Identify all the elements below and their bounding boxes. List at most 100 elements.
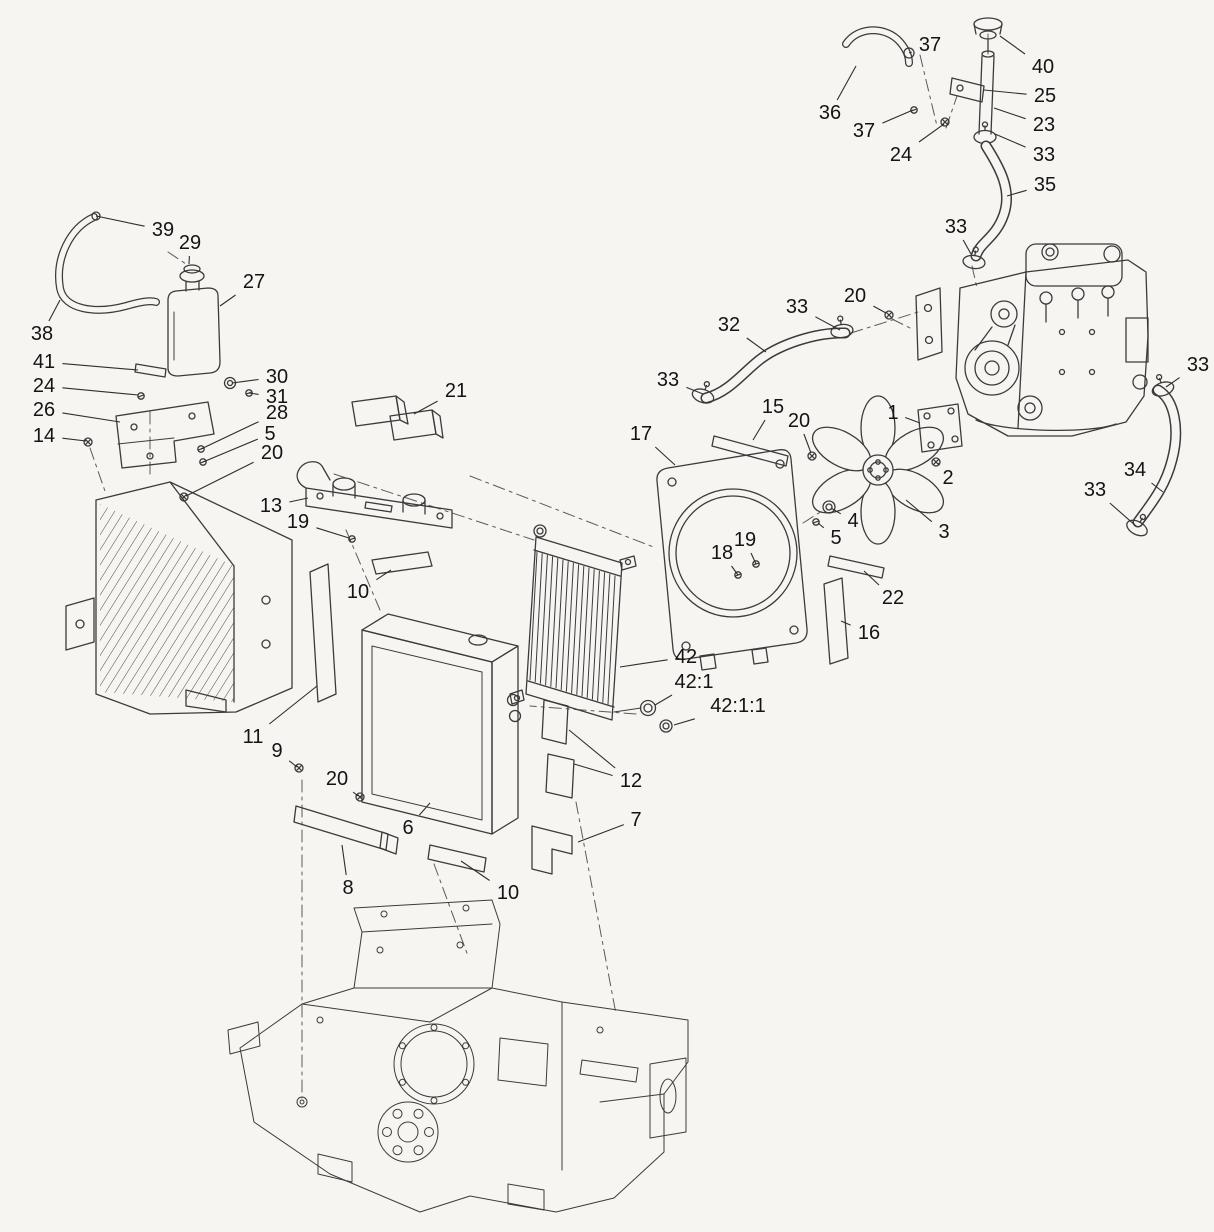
callout-25: 25	[983, 85, 1056, 107]
callout-5: 5	[817, 522, 842, 549]
callout-10: 10	[460, 860, 519, 904]
callout-1: 1	[887, 402, 921, 424]
callout-11: 11	[243, 685, 318, 748]
callout-9: 9	[271, 740, 298, 768]
callout-number: 38	[31, 323, 53, 345]
callout-number: 34	[1124, 459, 1146, 481]
callout-number: 30	[266, 366, 288, 388]
callout-12: 12	[568, 729, 642, 792]
callout-33: 33	[1165, 354, 1209, 388]
callout-number: 15	[762, 396, 784, 418]
oil-cooler	[509, 524, 673, 733]
callout-number: 39	[152, 219, 174, 241]
engine	[915, 243, 1149, 453]
callout-42: 42	[619, 646, 697, 668]
callout-number: 27	[243, 271, 265, 293]
callout-30: 30	[231, 366, 288, 388]
callout-number: 10	[347, 581, 369, 603]
callout-29: 29	[179, 232, 201, 265]
callout-5: 5	[202, 423, 276, 463]
callout-39: 39	[95, 215, 174, 241]
callout-10: 10	[347, 569, 392, 603]
callout-number: 13	[260, 495, 282, 517]
callout-24: 24	[33, 375, 139, 397]
callout-number: 19	[287, 511, 309, 533]
callout-number: 42:1:1	[710, 695, 766, 717]
callout-24: 24	[890, 123, 945, 166]
fan-shroud	[656, 449, 808, 671]
callout-42:1:1: 42:1:1	[673, 695, 766, 726]
callout-number: 18	[711, 542, 733, 564]
callout-16: 16	[840, 620, 880, 644]
callout-20: 20	[844, 285, 887, 314]
callout-number: 42	[675, 646, 697, 668]
callout-number: 41	[33, 351, 55, 373]
callout-number: 12	[620, 770, 642, 792]
callout-number: 17	[630, 423, 652, 445]
callout-number: 6	[402, 817, 413, 839]
callout-number: 1	[887, 402, 898, 424]
callout-31: 31	[248, 386, 288, 408]
callout-number: 20	[261, 442, 283, 464]
callout-number: 21	[445, 380, 467, 402]
callout-number: 11	[243, 726, 264, 748]
callout-37: 37	[908, 34, 941, 56]
expansion-tank	[167, 264, 221, 377]
lower-hoses	[689, 313, 1182, 540]
callout-13: 13	[260, 495, 309, 517]
callout-33: 33	[945, 216, 972, 255]
fan-mount-plate	[917, 403, 963, 453]
callout-number: 5	[264, 423, 275, 445]
cooler-fitting-nut-icon	[659, 719, 673, 733]
filler-tube-and-hoses	[842, 17, 1013, 271]
callout-22: 22	[863, 570, 904, 609]
callout-6: 6	[402, 802, 431, 839]
callout-number: 7	[630, 809, 641, 831]
callout-34: 34	[1124, 459, 1164, 493]
callout-number: 24	[890, 144, 912, 166]
callout-number: 37	[919, 34, 941, 56]
callout-20: 20	[788, 410, 812, 454]
callout-4: 4	[830, 507, 859, 532]
callout-35: 35	[1006, 174, 1056, 197]
callout-number: 33	[1084, 479, 1106, 501]
chassis-frame	[227, 899, 689, 1213]
hose-clamp-icon	[91, 211, 101, 221]
callout-number: 32	[718, 314, 740, 336]
callout-number: 3	[938, 521, 949, 543]
callout-8: 8	[341, 844, 354, 899]
callout-41: 41	[33, 351, 139, 373]
callout-20: 20	[185, 442, 283, 497]
callout-27: 27	[219, 271, 265, 307]
callout-number: 33	[657, 369, 679, 391]
tank-cap-icon	[179, 269, 205, 283]
callout-33: 33	[994, 133, 1055, 166]
callout-number: 33	[1187, 354, 1209, 376]
callout-number: 20	[326, 768, 348, 790]
cooling-fan	[811, 395, 945, 545]
callout-7: 7	[577, 809, 642, 843]
callout-33: 33	[657, 369, 704, 395]
callout-26: 26	[33, 399, 121, 423]
callout-number: 31	[266, 386, 288, 408]
callout-number: 20	[844, 285, 866, 307]
callout-number: 20	[788, 410, 810, 432]
callout-number: 36	[819, 102, 841, 124]
seals	[293, 435, 885, 875]
alignment-lines	[89, 33, 989, 1099]
callout-33: 33	[1084, 479, 1137, 527]
callout-19: 19	[734, 529, 757, 565]
callout-28: 28	[200, 402, 288, 450]
callout-38: 38	[31, 299, 61, 345]
callout-number: 4	[847, 510, 858, 532]
callout-42:1: 42:1	[654, 671, 714, 706]
callout-number: 37	[853, 120, 875, 142]
callout-number: 26	[33, 399, 55, 421]
callout-number: 42:1	[675, 671, 714, 693]
callout-number: 24	[33, 375, 55, 397]
callout-19: 19	[287, 511, 350, 539]
callout-number: 23	[1033, 114, 1055, 136]
callout-number: 29	[179, 232, 201, 254]
